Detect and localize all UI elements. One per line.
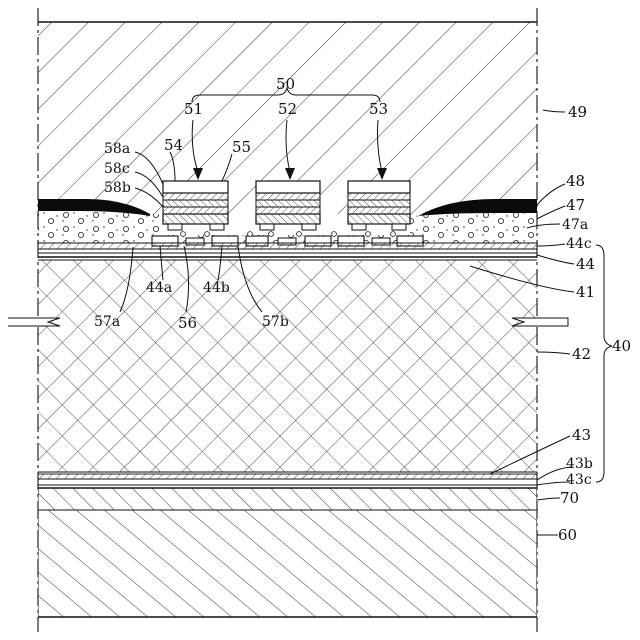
label-44a: 44a — [146, 280, 172, 296]
label-41: 41 — [576, 283, 595, 301]
label-53: 53 — [369, 100, 388, 118]
label-58a: 58a — [104, 141, 130, 157]
label-43: 43 — [572, 426, 591, 444]
label-57b: 57b — [262, 314, 289, 330]
label-44b: 44b — [203, 280, 230, 296]
label-44c: 44c — [566, 236, 592, 252]
label-70: 70 — [560, 489, 579, 507]
layer-43 — [38, 472, 537, 488]
label-47a: 47a — [562, 217, 588, 233]
layer-44 — [38, 243, 537, 257]
label-43b: 43b — [566, 456, 593, 472]
label-47: 47 — [566, 196, 585, 214]
led-chip-51 — [163, 181, 228, 230]
label-43c: 43c — [566, 472, 592, 488]
layer-60 — [38, 510, 537, 617]
label-44: 44 — [576, 255, 595, 273]
label-55: 55 — [232, 138, 251, 156]
layer-70 — [38, 488, 537, 510]
layer-41 — [38, 257, 537, 260]
label-50: 50 — [276, 75, 295, 93]
label-49: 49 — [568, 103, 587, 121]
label-52: 52 — [278, 100, 297, 118]
label-60: 60 — [558, 526, 577, 544]
label-54: 54 — [164, 136, 183, 154]
label-57a: 57a — [94, 314, 120, 330]
label-58c: 58c — [104, 161, 130, 177]
label-40: 40 — [612, 337, 631, 355]
led-chip-53 — [348, 181, 410, 230]
label-48: 48 — [566, 172, 585, 190]
layer-42-substrate — [38, 260, 537, 472]
label-42: 42 — [572, 345, 591, 363]
label-56: 56 — [178, 314, 197, 332]
label-51: 51 — [184, 100, 203, 118]
led-chip-52 — [256, 181, 320, 230]
label-58b: 58b — [104, 180, 131, 196]
